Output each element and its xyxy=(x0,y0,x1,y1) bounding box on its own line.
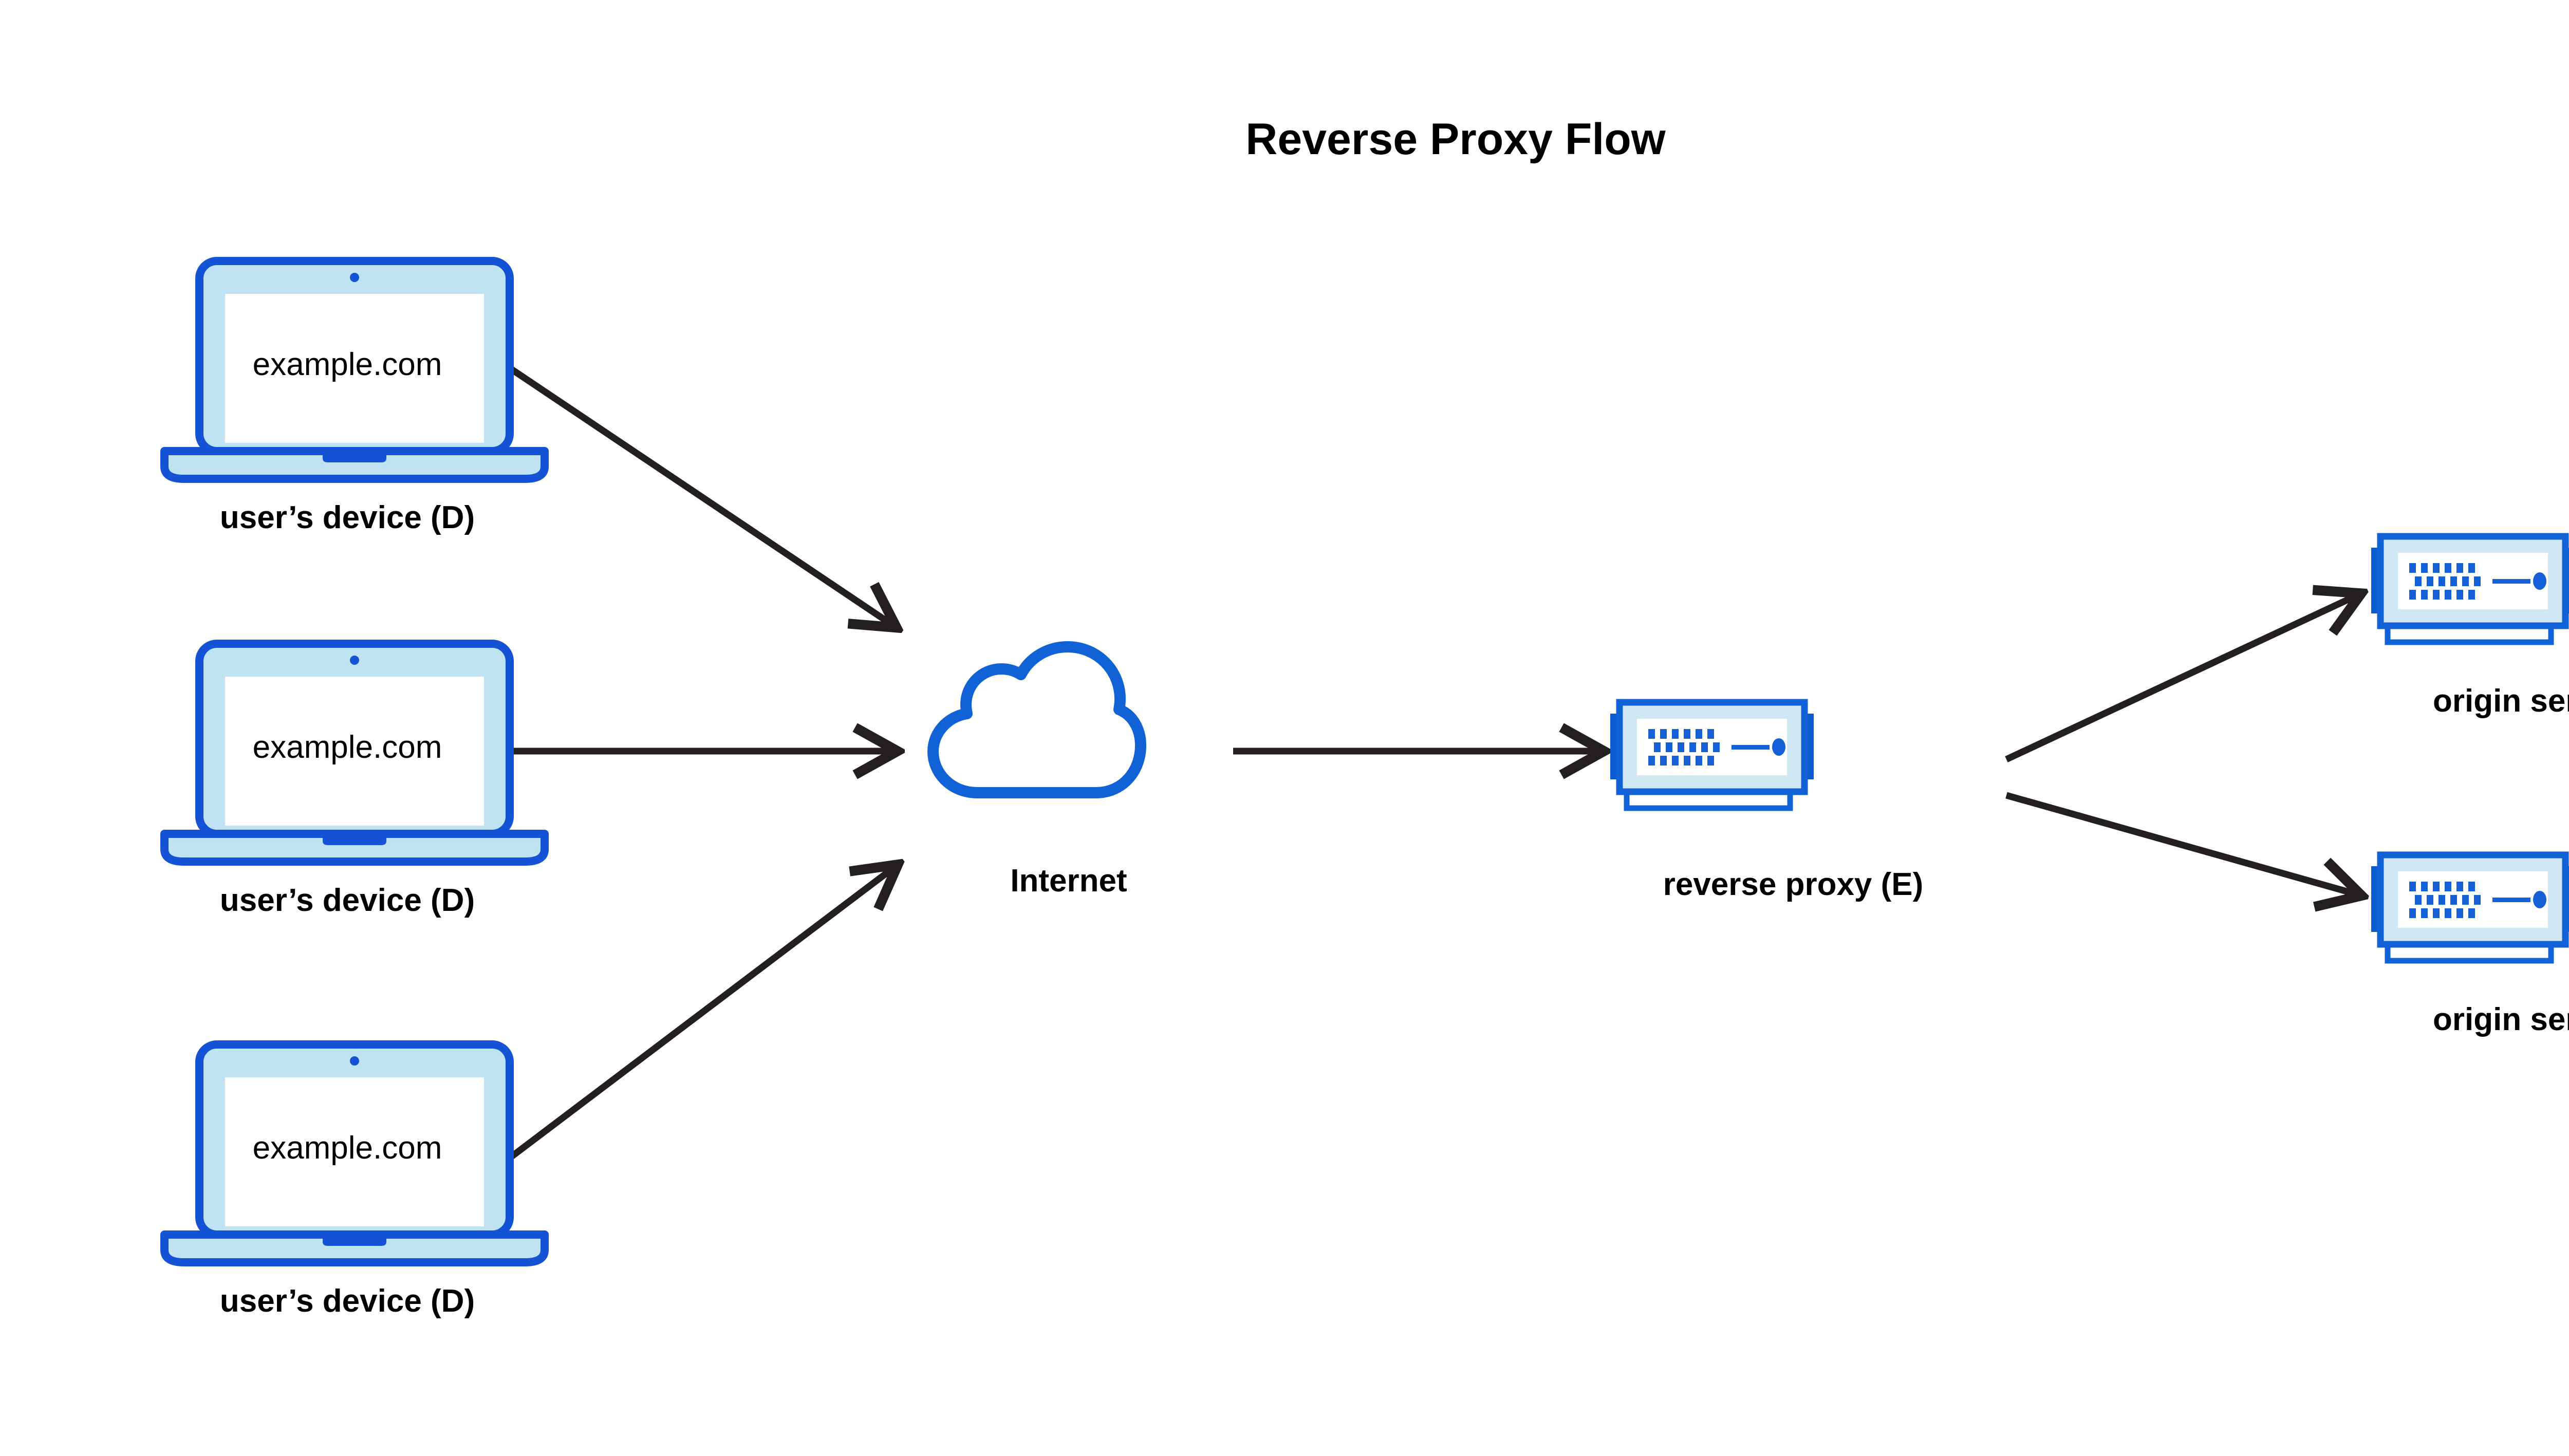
client-3-label: user’s device (D) xyxy=(220,1283,475,1319)
node-origin-2[interactable]: origin server (F) xyxy=(2371,855,2569,1037)
edge-layer xyxy=(495,364,2356,1170)
node-origin-1[interactable]: origin server (F) xyxy=(2371,536,2569,719)
node-client-2[interactable]: example.com user’s device (D) xyxy=(164,644,545,918)
client-screen-text: example.com xyxy=(253,730,442,765)
edge-client3-internet xyxy=(495,868,893,1170)
client-1-label: user’s device (D) xyxy=(220,500,475,535)
cloud-icon xyxy=(933,647,1141,793)
page-title: Reverse Proxy Flow xyxy=(1245,115,1666,164)
client-2-label: user’s device (D) xyxy=(220,883,475,918)
node-internet[interactable]: Internet xyxy=(933,647,1141,899)
node-client-3[interactable]: example.com user’s device (D) xyxy=(164,1044,545,1319)
node-reverse-proxy[interactable]: reverse proxy (E) xyxy=(1610,702,1923,902)
edge-proxy-origin2 xyxy=(2005,792,2356,894)
edge-client1-internet xyxy=(507,364,891,624)
client-screen-text: example.com xyxy=(253,1130,442,1166)
server-icon xyxy=(2371,855,2569,961)
node-client-1[interactable]: example.com user’s device (D) xyxy=(164,261,545,535)
client-screen-text: example.com xyxy=(253,347,442,382)
edge-proxy-origin1 xyxy=(2005,596,2356,762)
server-icon xyxy=(2371,536,2569,642)
server-icon xyxy=(1610,702,1814,808)
origin-1-label: origin server (F) xyxy=(2433,683,2569,719)
reverse-proxy-label: reverse proxy (E) xyxy=(1663,867,1924,902)
origin-2-label: origin server (F) xyxy=(2433,1002,2569,1037)
internet-label: Internet xyxy=(1010,863,1127,899)
